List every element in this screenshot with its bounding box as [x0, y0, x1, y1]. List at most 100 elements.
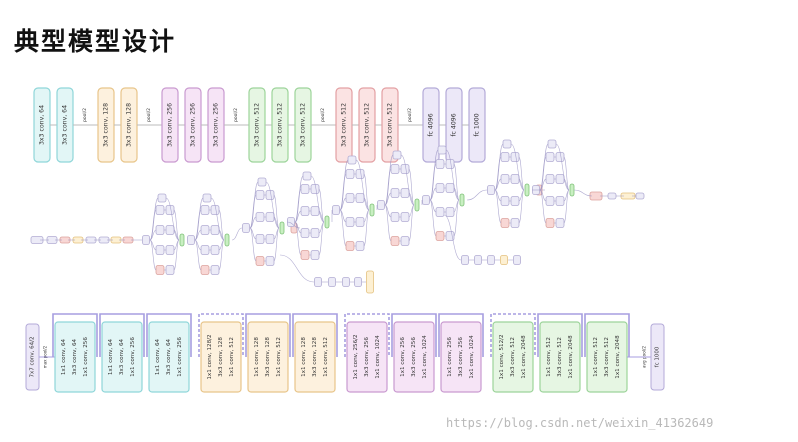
resnet-skip-connection [584, 313, 630, 357]
inception-edge [494, 143, 504, 191]
inception-edge [384, 154, 394, 206]
vgg-layer-label: 3x3 conv, 512 [387, 103, 394, 147]
resnet-layer-label: 1x1 conv, 512 [323, 337, 329, 377]
vgg-layer-label: fc 4096 [451, 113, 458, 136]
inception-node [474, 255, 482, 265]
inception-node [324, 215, 330, 229]
resnet-layer-label: 3x3 conv, 64 [119, 338, 125, 375]
vgg-layer-label: 3x3 conv, 512 [364, 103, 371, 147]
resnet-block-box [492, 321, 534, 393]
inception-edge [339, 209, 347, 223]
resnet-layer-label: 1x1 conv, 512 [593, 337, 599, 377]
inception-node [179, 233, 185, 247]
vgg-layer-label: 3x3 conv, 64 [62, 105, 69, 145]
inception-edge [318, 188, 325, 223]
vgg-layer-label: 3x3 conv, 512 [341, 103, 348, 147]
inception-node [369, 203, 375, 217]
inception-edge [510, 143, 525, 191]
inception-node [487, 185, 495, 195]
inception-edge [518, 189, 525, 224]
resnet-layer-label: 3x3 conv, 256 [458, 337, 464, 377]
vgg-layer-label: 3x3 conv, 256 [213, 103, 220, 147]
vgg-layer-label: 3x3 conv, 128 [126, 103, 133, 147]
vgg-layer-label: fc 1000 [474, 113, 481, 136]
inception-edge [445, 149, 460, 201]
resnet-block-box [247, 321, 289, 393]
page-title: 典型模型设计 [14, 27, 177, 56]
resnet-layer-label: 1x1 conv, 256 [447, 337, 453, 377]
resnet-skip-connection [490, 313, 536, 357]
resnet-layer-label: 1x1 conv, 2048 [521, 335, 527, 379]
inception-edge [539, 143, 549, 191]
vgg-pool-label: pool/2 [407, 108, 413, 122]
resnet-layer-label: 1x1 conv, 256 [400, 337, 406, 377]
inception-edge [194, 197, 204, 241]
resnet-layer-label: 1x1 conv, 128 [301, 337, 307, 377]
inception-edge [453, 163, 460, 201]
resnet-fc-label: fc 1000 [655, 346, 661, 367]
vgg-layer-box [468, 87, 486, 163]
inception-edge [173, 239, 180, 271]
inception-edge [249, 181, 259, 229]
resnet-layer-label: 1x1 conv, 512 [546, 337, 552, 377]
inception-edge [218, 239, 225, 271]
resnet-skip-connection [438, 313, 484, 357]
resnet-layer-label: 1x1 conv, 256 [177, 337, 183, 377]
vgg-layer-label: 3x3 conv, 128 [103, 103, 110, 147]
resnet-skip-connection [245, 313, 291, 357]
resnet-block-box [200, 321, 242, 393]
resnet-layer-label: 3x3 conv, 512 [510, 337, 516, 377]
vgg-layer-label: 3x3 conv, 512 [277, 103, 284, 147]
vgg-layer-label: 3x3 conv, 256 [190, 103, 197, 147]
resnet-layer-label: 1x1 conv, 256 [130, 337, 136, 377]
inception-node [366, 270, 374, 294]
inception-edge [265, 181, 280, 229]
inception-node [500, 255, 508, 265]
inception-edge [429, 149, 439, 201]
resnet-block-box [54, 321, 96, 393]
resnet-block-box [393, 321, 435, 393]
resnet-skip-connection [52, 313, 98, 357]
inception-edge [194, 239, 202, 271]
resnet-layer-label: 1x1 conv, 512 [276, 337, 282, 377]
inception-edge [318, 221, 325, 256]
resnet-block-box [440, 321, 482, 393]
resnet-skip-connection [99, 313, 145, 357]
resnet-layer-label: 3x3 conv, 512 [557, 337, 563, 377]
resnet-layer-label: 1x1 conv, 1024 [469, 335, 475, 379]
inception-edge [273, 194, 280, 229]
resnet-layer-label: 3x3 conv, 128 [265, 337, 271, 377]
inception-node [459, 193, 465, 207]
inception-node [332, 205, 340, 215]
inception-edge [384, 204, 392, 218]
inception-edge [429, 199, 437, 213]
vgg-layer-label: 3x3 conv, 512 [300, 103, 307, 147]
inception-node [224, 233, 230, 247]
vgg-layer-label: 3x3 conv, 64 [39, 105, 46, 145]
inception-edge [249, 227, 257, 262]
inception-edge [400, 154, 415, 206]
resnet-layer-label: 3x3 conv, 256 [411, 337, 417, 377]
resnet-block-box [148, 321, 190, 393]
inception-node [314, 277, 322, 287]
inception-edge [355, 159, 370, 211]
inception-node [342, 277, 350, 287]
inception-node [142, 235, 150, 245]
resnet-layer-label: 3x3 conv, 64 [72, 338, 78, 375]
inception-edge [408, 204, 415, 242]
resnet-layer-label: 1x1 conv, 64 [108, 338, 114, 375]
resnet-layer-label: 1x1 conv, 2048 [568, 335, 574, 379]
inception-edge [273, 227, 280, 262]
inception-node [279, 221, 285, 235]
vgg-layer-label: 3x3 conv, 256 [167, 103, 174, 147]
resnet-block-box [539, 321, 581, 393]
resnet-skip-connection [146, 313, 192, 357]
inception-edge [149, 197, 159, 241]
resnet-stem-label: 7x7 conv, 64/2 [30, 337, 36, 378]
resnet-layer-label: 3x3 conv, 256 [364, 337, 370, 377]
inception-edge [563, 156, 570, 191]
resnet-layer-label: 1x1 conv, 256 [83, 337, 89, 377]
